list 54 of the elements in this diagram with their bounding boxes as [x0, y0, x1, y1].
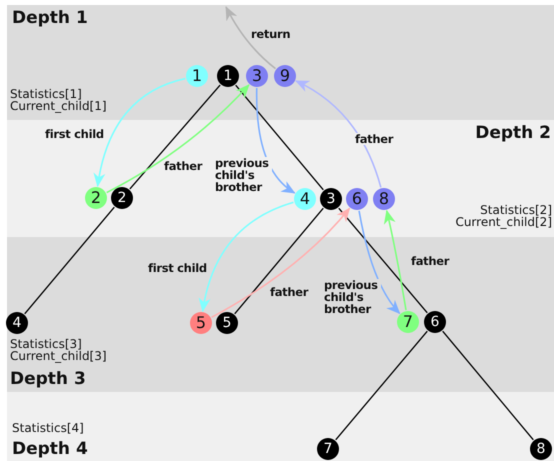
- edge-label: father: [354, 133, 394, 145]
- depth-band: [7, 120, 554, 237]
- tree-node-circle: 8: [530, 438, 552, 460]
- tree-branch-line: [24, 206, 115, 314]
- tree-node-circle: 4: [6, 312, 28, 334]
- curved-arrow: [295, 80, 382, 188]
- depth-heading: Depth 4: [12, 439, 88, 459]
- depth-band: [7, 5, 554, 120]
- depth-heading: Depth 3: [10, 369, 86, 389]
- tree-branch-line: [335, 330, 428, 440]
- curved-arrow: [384, 210, 407, 310]
- curved-arrow: [225, 6, 276, 70]
- tree-branch-line: [235, 84, 324, 190]
- tree-branch-line: [234, 208, 324, 314]
- curved-arrow: [358, 210, 400, 314]
- statistics-label: Statistics[3] Current_child[3]: [10, 338, 107, 362]
- edge-label: first child: [44, 128, 105, 140]
- tree-branch-line: [129, 84, 221, 190]
- tree-node-circle: 2: [85, 187, 107, 209]
- curved-arrow: [199, 202, 294, 312]
- tree-node-circle: 7: [397, 311, 419, 333]
- tree-node-circle: 3: [320, 188, 342, 210]
- edge-label: previous child's brother: [323, 279, 381, 315]
- depth-heading: Depth 2: [475, 123, 551, 143]
- tree-branch-line: [338, 208, 428, 314]
- statistics-label: Statistics[4]: [12, 422, 85, 434]
- curved-arrow: [106, 84, 250, 194]
- tree-branch-line: [442, 330, 534, 440]
- tree-node-circle: 8: [373, 188, 395, 210]
- edge-label: father: [410, 255, 450, 267]
- depth-band: [7, 237, 554, 392]
- tree-node-circle: 9: [274, 65, 296, 87]
- depth-band: [7, 392, 554, 461]
- tree-node-circle: 1: [186, 65, 208, 87]
- tree-node-circle: 7: [317, 438, 339, 460]
- tree-node-circle: 1: [217, 65, 239, 87]
- statistics-label: Statistics[1] Current_child[1]: [10, 88, 107, 112]
- tree-node-circle: 3: [246, 65, 268, 87]
- tree-node-circle: 5: [190, 312, 212, 334]
- edge-label: first child: [147, 262, 208, 274]
- tree-node-circle: 4: [294, 188, 316, 210]
- curved-arrow: [256, 88, 296, 194]
- tree-node-circle: 5: [216, 312, 238, 334]
- tree-node-circle: 6: [424, 311, 446, 333]
- statistics-label: Statistics[2] Current_child[2]: [455, 204, 552, 228]
- edge-label: return: [250, 28, 292, 40]
- edge-label: father: [163, 160, 204, 172]
- edge-label: father: [269, 286, 310, 298]
- curved-arrow: [94, 78, 186, 188]
- edge-label: previous child's brother: [214, 157, 272, 193]
- tree-node-circle: 6: [346, 188, 368, 210]
- depth-heading: Depth 1: [12, 8, 88, 28]
- curved-arrow: [211, 208, 350, 318]
- tree-node-circle: 2: [111, 187, 133, 209]
